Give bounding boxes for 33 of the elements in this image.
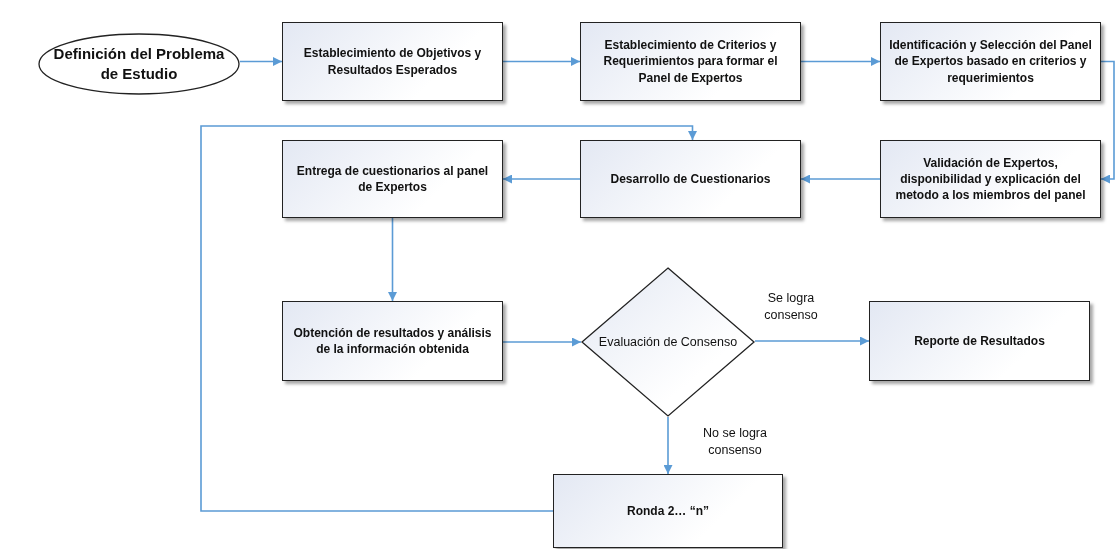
node-text: Definición del Problema de Estudio [52, 43, 226, 84]
arrow [1100, 60, 1115, 184]
process-box [553, 474, 783, 548]
node-text: Desarrollo de Cuestionarios [609, 170, 772, 188]
arrow [200, 125, 697, 512]
arrow [502, 337, 582, 347]
node-text: Identificación y Selección del Panel de Expertos basado en criterios y requerimientos [888, 37, 1093, 86]
arrow [502, 174, 581, 184]
arrow [502, 57, 581, 66]
arrow [663, 416, 673, 475]
arrow [239, 57, 283, 66]
node-text: Obtención de resultados y análisis de la información obtenida [292, 324, 493, 358]
start-ellipse [38, 33, 240, 95]
node-text: Reporte de Resultados [913, 332, 1046, 350]
arrow [388, 217, 397, 302]
node-text: Establecimiento de Criterios y Requerimientos para formar el Panel de Expertos [602, 37, 779, 86]
node-text: Ronda 2… “n” [626, 502, 710, 520]
process-box [880, 140, 1101, 218]
process-box [282, 22, 503, 101]
node-text: Establecimiento de Objetivos y Resultados Esperados [302, 45, 483, 78]
process-box [282, 140, 503, 218]
process-box [869, 301, 1090, 381]
process-box [282, 301, 503, 381]
arrow [800, 174, 881, 184]
decision-diamond [581, 267, 755, 417]
process-box [880, 22, 1101, 101]
process-box [580, 140, 801, 218]
arrow [800, 57, 881, 66]
node-text: Entrega de cuestionarios al panel de Expertos [295, 162, 490, 196]
process-box [580, 22, 801, 101]
node-text: Validación de Expertos, disponibilidad y explicación del metodo a los miembros del panel [894, 154, 1087, 204]
node-text: Evaluación de Consenso [598, 333, 738, 351]
arrow [754, 336, 870, 346]
